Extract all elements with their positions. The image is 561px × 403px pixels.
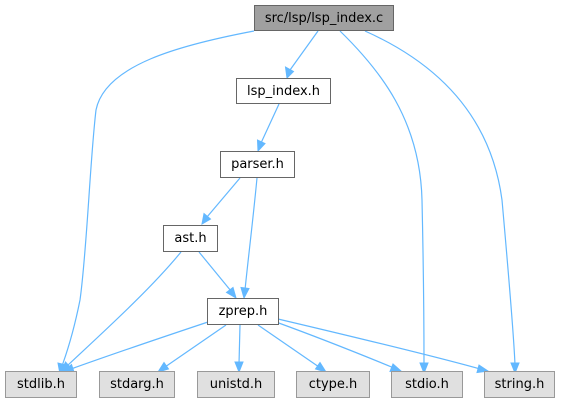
node-label: stdio.h — [405, 377, 449, 392]
edge-zprep-h-stdarg-h — [164, 324, 227, 368]
arrowhead — [314, 361, 328, 373]
arrowhead — [419, 362, 429, 375]
node-string-h[interactable]: string.h — [484, 371, 555, 398]
node-ast-h[interactable]: ast.h — [163, 225, 218, 252]
node-label: parser.h — [231, 157, 284, 172]
node-label: stdarg.h — [110, 377, 164, 392]
node-lsp-index-h[interactable]: lsp_index.h — [236, 78, 331, 104]
node-ctype-h[interactable]: ctype.h — [296, 371, 370, 398]
node-label: unistd.h — [209, 377, 263, 392]
edge-root-string-h — [364, 30, 516, 366]
arrowhead — [225, 286, 237, 300]
edge-root-stdlib-h — [61, 30, 255, 367]
node-label: src/lsp/lsp_index.c — [264, 10, 384, 26]
node-stdio-h[interactable]: stdio.h — [391, 371, 463, 398]
arrowhead — [476, 364, 490, 374]
edge-ast-h-stdlib-h — [66, 251, 182, 367]
node-zprep-h[interactable]: zprep.h — [207, 298, 279, 325]
node-src-lsp-lsp-index-c[interactable]: src/lsp/lsp_index.c — [254, 5, 394, 31]
node-label: ast.h — [174, 231, 207, 246]
arrowhead — [156, 361, 170, 373]
node-label: string.h — [494, 377, 545, 392]
arrowhead — [256, 139, 266, 153]
edge-lsp-index-h-parser-h — [260, 103, 280, 144]
edge-root-lsp-index-h — [289, 30, 319, 71]
edge-zprep-h-unistd-h — [238, 324, 241, 365]
arrowhead — [240, 286, 250, 300]
node-parser-h[interactable]: parser.h — [220, 151, 295, 178]
edge-zprep-h-ctype-h — [257, 324, 320, 368]
arrowhead — [201, 212, 212, 225]
edge-zprep-h-stdio-h — [275, 321, 395, 369]
arrowhead — [234, 361, 244, 374]
arrowhead — [510, 362, 520, 375]
edge-parser-h-ast-h — [206, 177, 241, 218]
node-stdarg-h[interactable]: stdarg.h — [99, 371, 175, 398]
node-stdlib-h[interactable]: stdlib.h — [5, 371, 77, 398]
node-label: stdlib.h — [17, 377, 65, 392]
arrowhead — [284, 66, 295, 80]
node-label: lsp_index.h — [246, 83, 321, 99]
edge-zprep-h-stdlib-h — [70, 321, 209, 370]
edge-ast-h-zprep-h — [198, 251, 232, 292]
edge-parser-h-zprep-h — [244, 177, 258, 291]
edge-zprep-h-string-h — [277, 318, 481, 370]
node-label: zprep.h — [218, 304, 268, 319]
node-label: ctype.h — [308, 377, 358, 392]
edge-root-stdio-h — [339, 30, 425, 366]
node-unistd-h[interactable]: unistd.h — [197, 371, 275, 398]
